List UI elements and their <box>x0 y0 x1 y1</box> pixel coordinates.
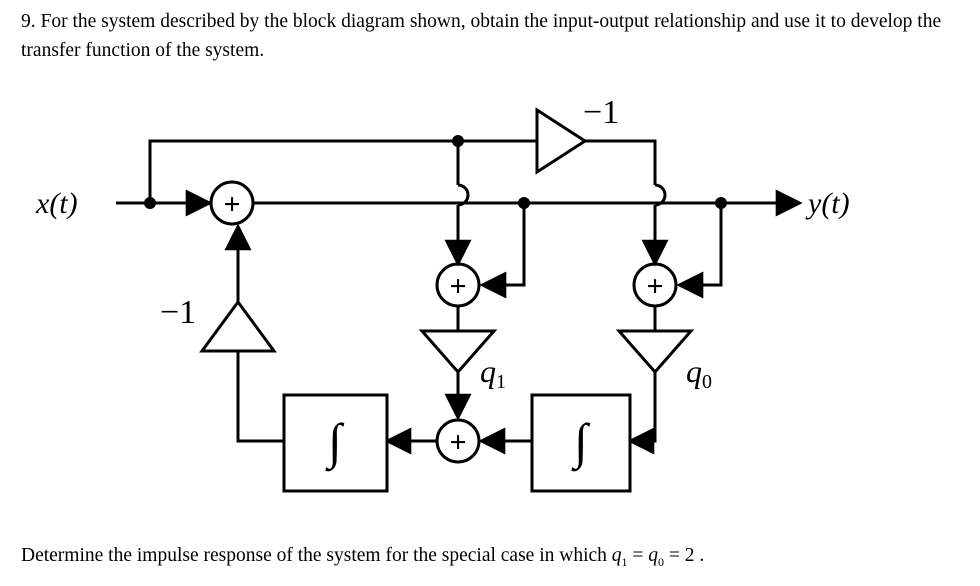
gain-top-label: −1 <box>583 94 619 131</box>
gain-top-triangle <box>535 107 588 175</box>
hop-left <box>457 183 470 207</box>
gain-out-line <box>585 139 657 185</box>
sum-junction-2 <box>435 262 481 308</box>
integrator-block-1 <box>282 393 389 493</box>
sum-junction-3 <box>632 262 678 308</box>
node-dot-mid <box>518 197 530 209</box>
question-condition: q1 = q0 = 2 . <box>611 545 705 569</box>
integrator-block-2 <box>530 393 632 493</box>
sum-junction-1 <box>209 180 255 226</box>
problem-text: For the system described by the block di… <box>21 11 942 61</box>
gain-q1-label: q1 <box>480 353 506 393</box>
sum-2-plus: + <box>449 270 466 303</box>
integrator-symbol-1: ∫ <box>325 413 345 472</box>
sum-1-plus: + <box>223 188 240 221</box>
int1-to-gain-left-line <box>236 351 284 443</box>
feedback-sum2-line <box>479 203 526 299</box>
feedback-sum3-line <box>676 203 723 299</box>
sum-4-plus: + <box>449 426 466 459</box>
gain-q1-triangle <box>418 329 498 375</box>
input-label: x(t) <box>35 187 78 220</box>
q0-to-int2-line <box>627 372 657 455</box>
gain-left-triangle <box>199 299 277 353</box>
gain-left-label: −1 <box>160 294 196 331</box>
problem-statement: 9. For the system described by the block… <box>21 7 951 65</box>
node-dot-output <box>715 197 727 209</box>
integrator-symbol-2: ∫ <box>571 413 591 472</box>
sum-3-plus: + <box>646 270 663 303</box>
gain-q0-label: q0 <box>686 353 712 393</box>
top-feedforward-line <box>148 139 458 203</box>
question-text: Determine the impulse response of the sy… <box>21 545 704 570</box>
gain-q0-triangle <box>615 329 695 375</box>
node-dot-top <box>452 135 464 147</box>
node-dot-input <box>144 197 156 209</box>
question-sentence: Determine the impulse response of the sy… <box>21 545 607 566</box>
sum-junction-4 <box>435 418 481 464</box>
problem-number: 9. <box>21 11 36 32</box>
output-label: y(t) <box>805 187 850 220</box>
